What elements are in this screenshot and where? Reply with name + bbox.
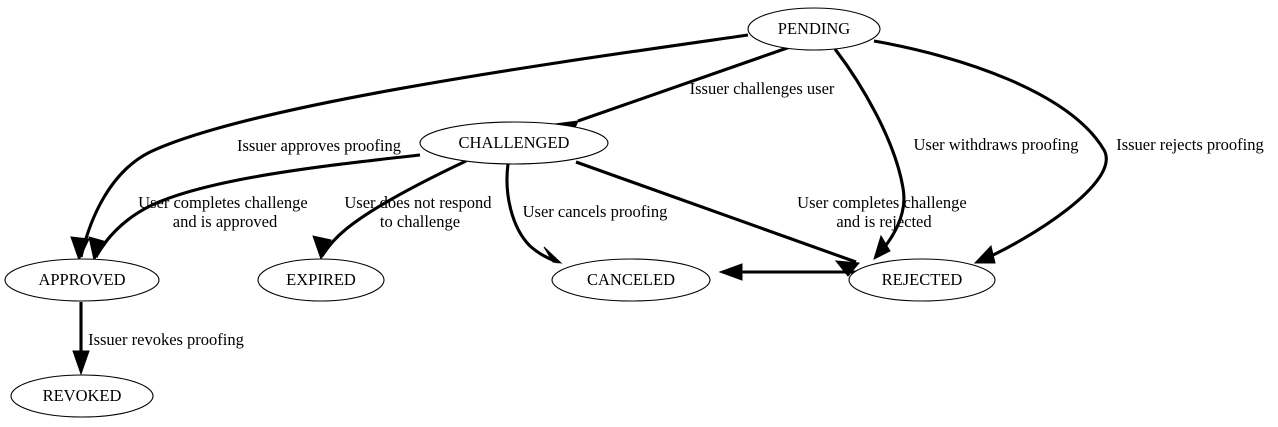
edge-label-line2: and is approved [173, 212, 278, 231]
node-label-canceled: CANCELED [587, 270, 675, 289]
node-rejected[interactable]: REJECTED [848, 258, 996, 302]
edge-pending-to-canceled: User withdraws proofing [833, 48, 1079, 260]
node-ellipse-expired[interactable] [257, 258, 385, 302]
arrowhead-approved-to-revoked [72, 350, 90, 376]
edge-label-challenged-to-approved: User completes challenge and is approved [138, 193, 312, 231]
edge-label-line1: User completes challenge [797, 193, 967, 212]
edge-challenged-to-expired: User does not respond to challenge [312, 159, 495, 261]
edge-path-challenged-to-approved [94, 153, 421, 258]
arrowhead-challenged-to-expired [312, 235, 332, 261]
node-canceled[interactable]: CANCELED [551, 258, 711, 302]
edge-pending-to-rejected: Issuer rejects proofing [873, 39, 1264, 264]
node-label-rejected: REJECTED [882, 270, 963, 289]
arrowhead-challenged-to-canceled [543, 246, 563, 264]
edge-pending-to-challenged: Issuer challenges user [553, 45, 835, 138]
node-label-expired: EXPIRED [286, 270, 356, 289]
edge-path-challenged-to-canceled [505, 163, 559, 264]
edge-path-pending-to-approved [79, 33, 749, 258]
edge-label-pending-to-rejected: Issuer rejects proofing [1116, 135, 1264, 154]
arrowhead-pending-to-canceled [873, 234, 891, 260]
edge-path-pending-to-canceled [833, 48, 906, 259]
edge-challenged-to-approved: User completes challenge and is approved [88, 153, 421, 262]
edge-canceled-incoming-from-right [718, 263, 856, 281]
edge-path-pending-to-challenged [577, 45, 791, 123]
edge-label-approved-to-revoked: Issuer revokes proofing [88, 330, 244, 349]
node-ellipse-rejected[interactable] [848, 258, 996, 302]
arrowhead-challenged-to-rejected [834, 260, 861, 277]
edge-label-line2: to challenge [380, 212, 460, 231]
edge-label-line2: and is rejected [836, 212, 932, 231]
edge-pending-to-approved: Issuer approves proofing [70, 33, 749, 262]
arrowhead-canceled-incoming [718, 263, 743, 281]
node-revoked[interactable]: REVOKED [10, 374, 154, 418]
edge-path-challenged-to-expired [320, 159, 467, 257]
arrowhead-pending-to-approved [70, 236, 90, 262]
edge-label-line1: User does not respond [344, 193, 492, 212]
node-pending[interactable]: PENDING [747, 7, 881, 51]
edge-label-challenged-to-rejected: User completes challenge and is rejected [797, 193, 971, 231]
edge-challenged-to-canceled: User cancels proofing [505, 163, 668, 264]
edge-approved-to-revoked: Issuer revokes proofing [72, 302, 244, 376]
node-ellipse-pending[interactable] [747, 7, 881, 51]
node-label-revoked: REVOKED [43, 386, 122, 405]
node-ellipse-challenged[interactable] [419, 121, 609, 165]
edge-label-pending-to-canceled: User withdraws proofing [914, 135, 1079, 154]
node-ellipse-approved[interactable] [4, 258, 160, 302]
node-label-pending: PENDING [778, 19, 850, 38]
edge-label-pending-to-challenged: Issuer challenges user [690, 79, 835, 98]
arrowhead-challenged-to-approved [88, 236, 108, 262]
node-challenged[interactable]: CHALLENGED [419, 121, 609, 165]
edge-path-challenged-to-rejected [575, 160, 857, 264]
edge-label-challenged-to-canceled: User cancels proofing [523, 202, 668, 221]
node-ellipse-revoked[interactable] [10, 374, 154, 418]
node-approved[interactable]: APPROVED [4, 258, 160, 302]
edge-challenged-to-rejected: User completes challenge and is rejected [575, 160, 971, 277]
node-label-challenged: CHALLENGED [459, 133, 570, 152]
node-label-approved: APPROVED [38, 270, 125, 289]
edge-label-challenged-to-expired: User does not respond to challenge [344, 193, 495, 231]
edge-label-line1: User completes challenge [138, 193, 308, 212]
node-expired[interactable]: EXPIRED [257, 258, 385, 302]
arrowhead-pending-to-rejected [973, 244, 996, 264]
edge-path-pending-to-rejected [873, 39, 1108, 264]
node-ellipse-canceled[interactable] [551, 258, 711, 302]
edge-label-pending-to-approved: Issuer approves proofing [237, 136, 401, 155]
